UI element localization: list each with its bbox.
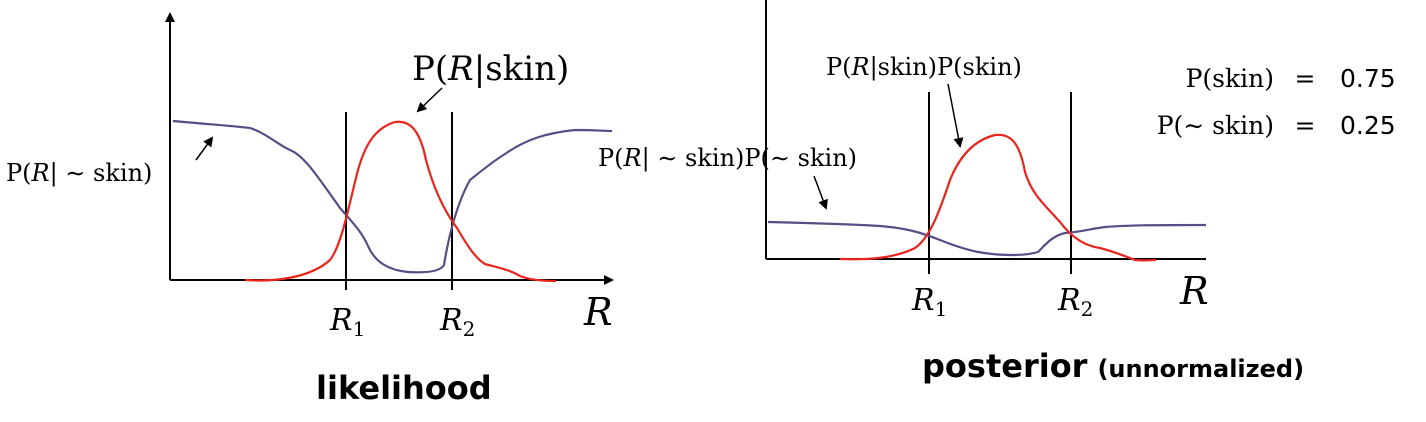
left-skin-label-arrow [416,87,443,113]
right-skin-curve-label: P(R|skin)P(skin) [826,53,1022,82]
right-r2-label: R2 [1057,283,1093,321]
left-not-skin-label-arrow [195,136,214,161]
right-not-skin-posterior-curve [767,220,1207,257]
left-skin-likelihood-curve [244,120,557,283]
right-skin-label-arrow [947,83,964,148]
left-not-skin-likelihood-curve [172,119,613,274]
left-caption: likelihood [316,369,492,407]
prior-skin-value: 0.75 [1340,64,1396,93]
right-skin-posterior-curve [839,133,1157,262]
prior-not-skin-value: 0.25 [1340,111,1396,140]
posterior-panel: P(R|skin)P(skin) P(R| ∼ skin)P(∼ skin) P… [598,0,1396,385]
prior-not-skin-eq: = [1295,111,1316,140]
left-skin-curve-label: P(R|skin) [412,49,569,89]
right-not-skin-curve-label: P(R| ∼ skin)P(∼ skin) [598,144,857,173]
right-r1-label: R1 [911,283,947,321]
right-caption: posterior(unnormalized) [922,347,1304,385]
right-x-axis-label: R [1179,269,1209,313]
left-r2-label: R2 [439,303,475,341]
prior-not-skin-lhs: P(∼ skin) [1157,111,1274,140]
right-not-skin-label-arrow [813,175,828,210]
left-not-skin-curve-label: P(R| ∼ skin) [6,159,152,188]
left-x-axis-label: R [583,290,613,334]
likelihood-panel: P(R|skin) P(R| ∼ skin) R1 R2 R likelihoo… [6,12,614,407]
prior-skin-eq: = [1295,64,1316,93]
prior-skin-lhs: P(skin) [1186,64,1274,93]
left-r1-label: R1 [329,303,365,341]
